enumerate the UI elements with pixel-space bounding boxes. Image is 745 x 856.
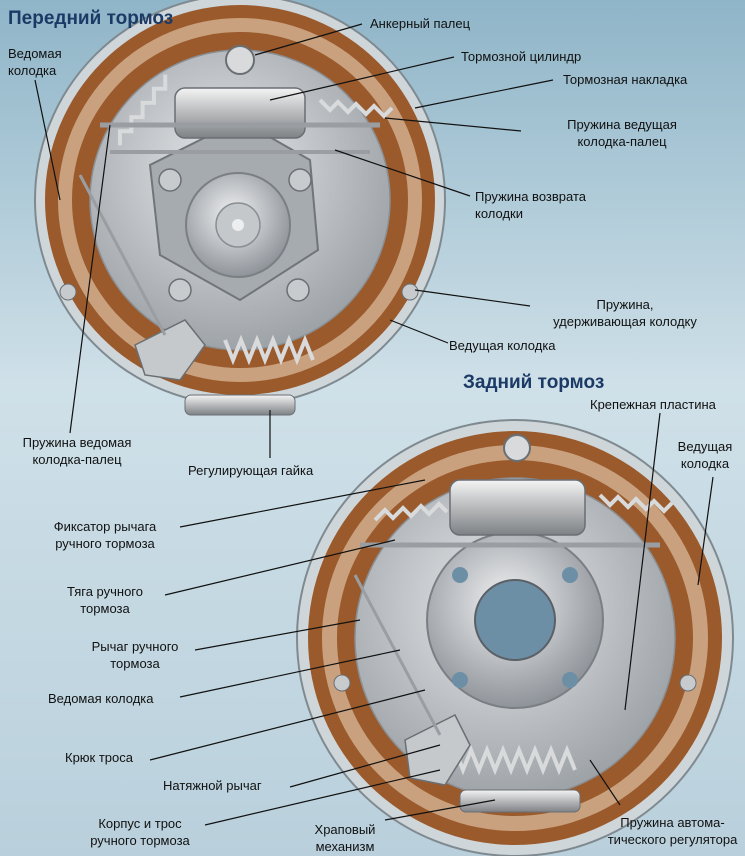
- label-lever-latch: Фиксатор рычага ручного тормоза: [30, 518, 180, 552]
- label-tension-lever: Натяжной рычаг: [163, 778, 262, 793]
- label-parking-lever: Рычаг ручного тормоза: [75, 638, 195, 672]
- label-anchor-pin: Анкерный палец: [370, 16, 471, 31]
- label-line: Тяга ручного: [66, 584, 143, 599]
- label-line: ручного тормоза: [90, 833, 190, 848]
- label-cable-hook: Крюк троса: [65, 750, 133, 765]
- label-line: механизм: [315, 839, 375, 854]
- label-hold-down-spring: Пружина, удерживающая колодку: [530, 296, 720, 330]
- rear-leader-lines: [149, 412, 714, 826]
- label-adjuster-spring: Пружина автома- тического регулятора: [600, 814, 745, 848]
- label-line: Пружина возврата: [475, 189, 586, 204]
- label-line: колодки: [475, 206, 523, 221]
- label-trailing-shoe-rear: Ведомая колодка: [48, 691, 154, 706]
- label-secondary-shoe-spring: Пружина ведомая колодка-палец: [2, 434, 152, 468]
- front-brake-title: Передний тормоз: [8, 8, 174, 29]
- rear-brake-title: Задний тормоз: [463, 372, 605, 393]
- rear-wheel-cylinder: [449, 479, 586, 536]
- label-line: колодка: [8, 63, 57, 78]
- label-line: ручного тормоза: [55, 536, 155, 551]
- label-line: Корпус и трос: [98, 816, 182, 831]
- label-brake-lining: Тормозная накладка: [563, 72, 688, 87]
- label-line: Храповый: [314, 822, 376, 837]
- wheel-bolt: [288, 168, 312, 192]
- front-anchor-pin: [225, 45, 255, 75]
- label-line: Фиксатор рычага: [53, 519, 157, 534]
- label-ratchet: Храповый механизм: [300, 821, 390, 855]
- rear-hub-hole: [474, 579, 556, 661]
- label-backing-plate: Крепежная пластина: [590, 397, 716, 412]
- label-line: удерживающая колодку: [553, 314, 697, 329]
- wheel-bolt: [286, 278, 310, 302]
- label-adjusting-nut: Регулирующая гайка: [188, 463, 314, 478]
- front-leader-lines: [34, 23, 554, 458]
- label-trailing-shoe-front: Ведомая колодка: [8, 45, 62, 79]
- label-parking-rod: Тяга ручного тормоза: [45, 583, 165, 617]
- label-line: Пружина ведомая: [22, 435, 132, 450]
- label-line: Пружина ведущая: [567, 117, 677, 132]
- label-line: колодка-палец: [32, 452, 122, 467]
- rear-anchor-pin: [503, 434, 531, 462]
- label-primary-shoe-spring: Пружина ведущая колодка-палец: [522, 116, 722, 150]
- label-line: колодка: [680, 456, 730, 471]
- label-line: Рычаг ручного: [91, 639, 179, 654]
- label-leading-shoe-front: Ведущая колодка: [449, 338, 556, 353]
- front-wheel-cylinder: [174, 87, 306, 139]
- label-line: тормоза: [80, 601, 130, 616]
- front-brake-assembly: [34, 0, 446, 416]
- label-line: Пружина,: [596, 297, 654, 312]
- label-line: тормоза: [110, 656, 160, 671]
- label-line: тического регулятора: [607, 832, 738, 847]
- label-line: колодка-палец: [577, 134, 667, 149]
- label-line: Ведущая: [677, 439, 733, 454]
- wheel-bolt: [168, 278, 192, 302]
- label-line: Пружина автома-: [620, 815, 725, 830]
- label-cable-housing: Корпус и трос ручного тормоза: [70, 815, 210, 849]
- rear-brake-assembly: [296, 419, 734, 856]
- label-leading-shoe-rear: Ведущая колодка: [670, 438, 740, 472]
- label-wheel-cylinder: Тормозной цилиндр: [461, 49, 582, 64]
- label-line: Ведомая: [8, 46, 62, 61]
- wheel-bolt: [158, 168, 182, 192]
- label-return-spring: Пружина возврата колодки: [475, 188, 586, 222]
